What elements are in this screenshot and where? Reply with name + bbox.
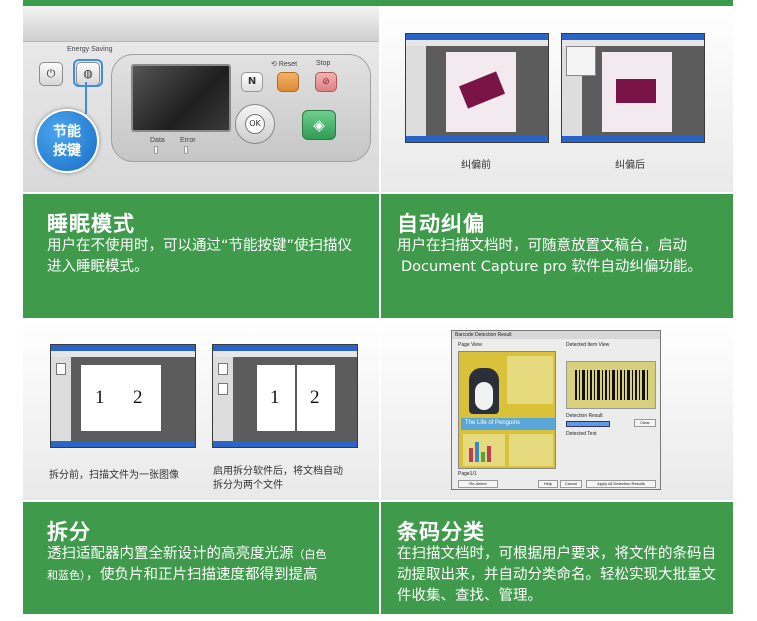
power-icon: ⏻ (39, 62, 63, 86)
callout-line-2: 按键 (53, 143, 81, 159)
split-before-window: 1 2 (50, 344, 196, 448)
help-button: Help (538, 480, 558, 488)
page-number: 1 (270, 387, 280, 408)
reset-label-text: Reset (278, 61, 298, 68)
deskew-after-caption: 纠偏后 (615, 160, 645, 171)
apply-all-button: Apply All Detection Results (586, 480, 656, 488)
feature-split: 拆分 透扫适配器内置全新设计的高亮度光源（白色 和蓝色），使负片和正片扫描速度都… (23, 502, 379, 614)
single-image (81, 365, 161, 431)
feature-body-line-1: 用户在扫描文档时，可随意放置文稿台，启动 (397, 238, 687, 254)
feature-body-line-2: Document Capture pro 软件自动纠偏功能。 (401, 259, 702, 275)
scanned-page: The Life of Penguins (458, 351, 556, 469)
deskew-after-window (561, 33, 705, 143)
stop-label: Stop (316, 60, 331, 67)
page-thumbnail (218, 363, 228, 375)
feature-title: 自动纠偏 (397, 212, 485, 236)
feature-title: 拆分 (47, 520, 91, 544)
split-after-caption-1: 启用拆分软件后，将文档自动 (213, 466, 343, 477)
menu-popup (566, 46, 596, 76)
split-after-caption-2: 拆分为两个文件 (213, 480, 283, 491)
energy-key-callout: 节能 按键 (35, 109, 99, 173)
energy-saving-button: ◍ (76, 62, 100, 86)
top-accent-bar (23, 0, 733, 6)
page-thumbnail (218, 383, 228, 395)
data-led-label: Data (150, 137, 165, 144)
page-number: 2 (133, 387, 143, 408)
detected-view-label: Detected Item View (566, 342, 610, 348)
feature-body-main: 透扫适配器内置全新设计的高亮度光源 (47, 546, 294, 562)
reset-button (277, 72, 299, 92)
callout-connector (85, 82, 87, 114)
error-led-label: Error (180, 137, 196, 144)
reset-label: ⟲ Reset (271, 61, 298, 68)
feature-body-rest: ，使负片和正片扫描速度都得到提高 (85, 567, 318, 583)
detected-barcode (566, 361, 656, 409)
error-led (184, 146, 188, 154)
scanner-panel-image: Energy Saving ⏻ ◍ 节能 按键 Data Error N ⟲ R… (23, 6, 379, 192)
page-counter: Page1/1 (458, 471, 477, 477)
page-view-label: Page View (458, 342, 482, 348)
feature-barcode-sort: 条码分类 在扫描文档时，可根据用户要求，将文件的条码自动提取出来，并自动分类命名… (381, 502, 733, 614)
feature-body-small-1: （白色 (293, 548, 327, 561)
page-thumbnail (56, 363, 66, 375)
split-before-caption: 拆分前，扫描文件为一张图像 (49, 470, 179, 481)
data-led (154, 146, 158, 154)
ok-button: OK (245, 114, 265, 134)
split-page-right (297, 365, 335, 431)
split-page-left (257, 365, 295, 431)
highlight-ring (73, 59, 103, 87)
detection-result-label: Detection Result (566, 413, 603, 419)
clear-button: Clear (634, 419, 656, 427)
dpad (235, 104, 275, 144)
detection-progress (566, 421, 610, 427)
feature-body: 用户在不使用时，可以通过“节能按键”使扫描仪进入睡眠模式。 (47, 238, 353, 275)
nfc-button: N (241, 72, 263, 92)
detected-text-label: Detected Text (566, 431, 597, 437)
book-title: The Life of Penguins (465, 420, 521, 426)
feature-title: 条码分类 (397, 520, 485, 544)
lcd-screen (131, 64, 231, 132)
redetect-button: Re-detect (458, 480, 498, 488)
stop-button: ⊘ (315, 72, 337, 92)
deskew-image: 纠偏前 纠偏后 (381, 6, 733, 192)
feature-title: 睡眠模式 (47, 212, 135, 236)
callout-line-1: 节能 (53, 124, 81, 140)
page-number: 1 (95, 387, 105, 408)
feature-body: 在扫描文档时，可根据用户要求，将文件的条码自动提取出来，并自动分类命名。轻松实现… (397, 546, 716, 604)
split-after-window: 1 2 (212, 344, 358, 448)
barcode-image: Barcode Detection Result Page View Detec… (381, 320, 733, 500)
start-button: ◈ (302, 110, 336, 140)
split-image: 1 2 1 2 拆分前，扫描文件为一张图像 启用拆分软件后，将文档自动 拆分为两… (23, 320, 379, 500)
feature-body: 透扫适配器内置全新设计的高亮度光源（白色 和蓝色），使负片和正片扫描速度都得到提… (47, 544, 365, 586)
deskew-before-caption: 纠偏前 (461, 160, 491, 171)
straight-content (616, 79, 656, 103)
feature-sleep-mode: 睡眠模式 用户在不使用时，可以通过“节能按键”使扫描仪进入睡眠模式。 (23, 194, 379, 318)
deskew-before-window (405, 33, 549, 143)
feature-body: 用户在扫描文档时，可随意放置文稿台，启动 Document Capture pr… (397, 236, 729, 278)
panel-top-strip (23, 6, 379, 42)
barcode-window: Barcode Detection Result Page View Detec… (451, 330, 661, 490)
feature-auto-deskew: 自动纠偏 用户在扫描文档时，可随意放置文稿台，启动 Document Captu… (381, 194, 733, 318)
page-number: 2 (310, 387, 320, 408)
feature-body-small-2: 和蓝色） (47, 569, 86, 582)
energy-saving-label: Energy Saving (67, 46, 113, 53)
barcode-window-title: Barcode Detection Result (452, 331, 660, 339)
cancel-button: Cancel (560, 480, 582, 488)
